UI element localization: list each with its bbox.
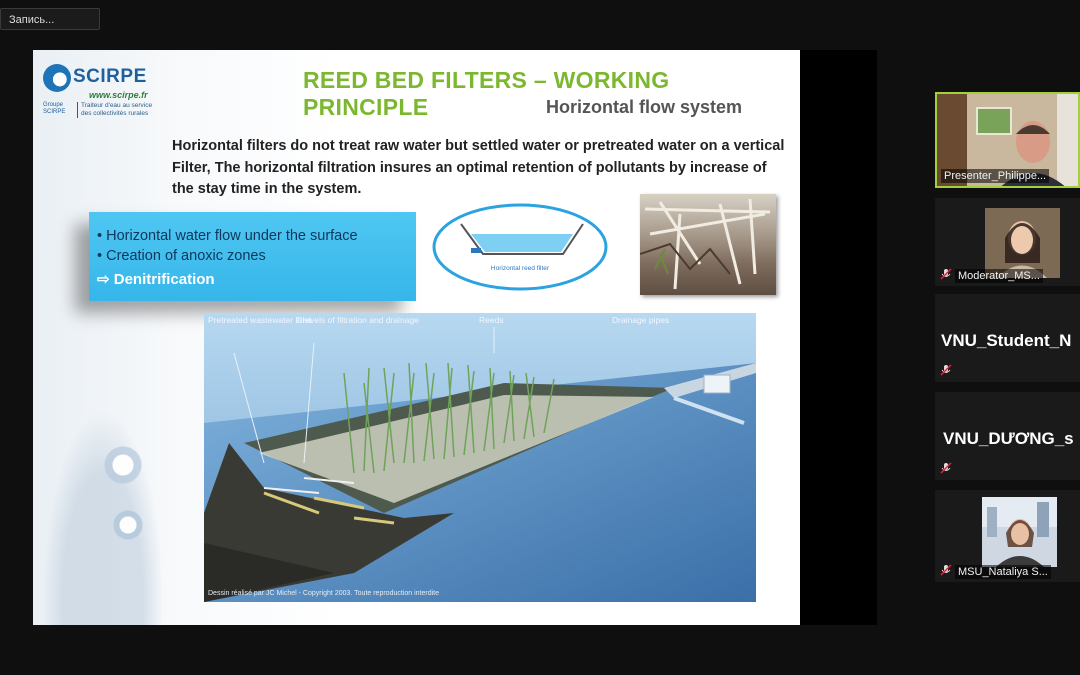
diagram-credit: Dessin réalisé par JC Michel - Copyright… [208,590,439,597]
mic-off-icon [940,364,952,376]
reed-roots-photo [640,194,776,295]
horizontal-filter-ellipse: Horizontal reed filter [432,203,608,291]
scirpe-logo: SCIRPE www.scirpe.fr Groupe SCIRPE Trait… [43,62,153,132]
slide-paragraph: Horizontal filters do not treat raw wate… [172,138,785,197]
logo-name: SCIRPE [73,66,147,87]
bullet-item: • Creation of anoxic zones [97,248,266,264]
logo-groupe: Groupe SCIRPE [43,102,66,115]
slide-subtitle: Horizontal flow system [546,97,743,117]
participant-name: VNU_Student_N [941,331,1072,350]
water-drops-decoration [33,380,173,625]
participant-tile-vnu-student[interactable]: VNU_Student_N [935,294,1080,382]
mic-off-icon [940,564,952,576]
highlight-bullet: ⇨ Denitrification [97,271,215,288]
slide-letterbox [800,50,877,625]
participant-name: Presenter_Philippe... [941,169,1050,183]
participant-tile-moderator[interactable]: Moderator_MS... [935,198,1080,286]
diagram-label-gravels: Gravels of filtration and drainage [296,315,419,325]
nataliya-video [982,497,1057,567]
diagram-label-drainage: Drainage pipes [612,315,669,325]
reed-bed-diagram: Pretreated wastewater Inlet Gravels of f… [204,313,756,602]
participant-tile-msu-nataliya[interactable]: MSU_Nataliya S... [935,490,1080,582]
mic-off-icon [940,462,952,474]
ellipse-label: Horizontal reed filter [491,265,550,272]
logo-tagline: Traiteur d'eau au service des collectivi… [77,102,161,118]
diagram-label-inlet: Pretreated wastewater Inlet [208,315,312,325]
participant-name: MSU_Nataliya S... [955,565,1051,579]
participant-tile-vnu-duong[interactable]: VNU_DƯƠNG_s [935,392,1080,480]
participant-name: VNU_DƯƠNG_s [943,429,1074,448]
diagram-label-reeds: Reeds [479,315,504,325]
recording-indicator[interactable]: Запись... [0,8,100,30]
scirpe-logo-icon [43,64,71,92]
mic-off-icon [940,268,952,280]
logo-url: www.scirpe.fr [89,90,148,100]
slide-title: REED BED FILTERS – WORKING PRINCIPLE [303,67,670,120]
participant-tile-presenter[interactable]: Presenter_Philippe... [935,92,1080,188]
moderator-video [985,208,1060,278]
bullet-box: • Horizontal water flow under the surfac… [89,212,416,301]
bullet-item: • Horizontal water flow under the surfac… [97,228,358,244]
shared-slide: SCIRPE www.scirpe.fr Groupe SCIRPE Trait… [33,50,800,625]
participant-name: Moderator_MS... [955,269,1043,283]
